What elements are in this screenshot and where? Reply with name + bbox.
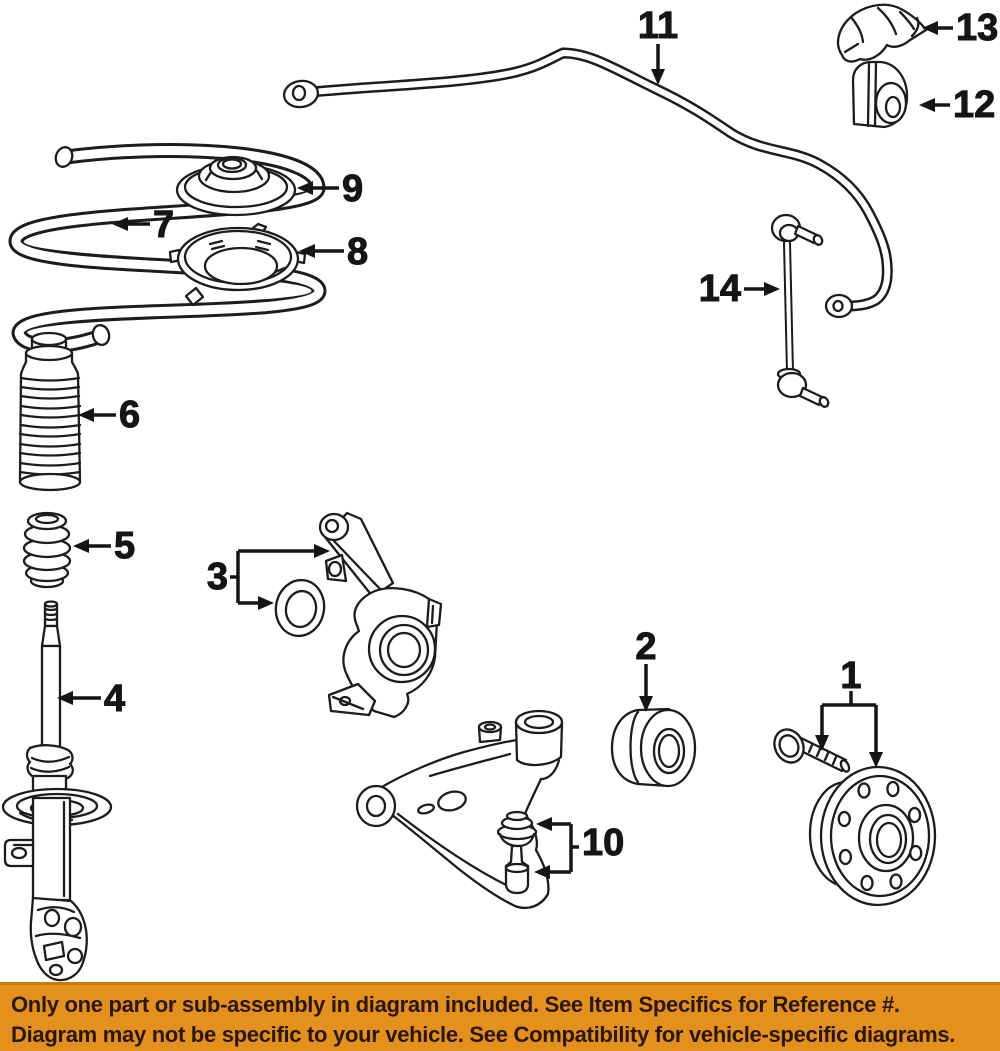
stabilizer-bracket-drawing — [836, 3, 928, 63]
callout-4-leader — [57, 691, 101, 705]
callout-1-leader — [815, 691, 883, 768]
callout-9-label: 9 — [342, 168, 363, 210]
stabilizer-link-drawing — [770, 213, 830, 408]
arrowhead — [536, 817, 552, 831]
callout-6-leader — [78, 408, 116, 422]
callout-13-label: 13 — [956, 7, 998, 49]
arrowhead — [869, 752, 883, 768]
callout-9-leader — [297, 181, 339, 195]
coil-spring-drawing — [8, 142, 327, 354]
spring-seat-drawing — [168, 222, 307, 307]
arrowhead — [764, 282, 780, 296]
callout-3-label: 3 — [207, 556, 228, 598]
strut-mount-drawing — [175, 155, 297, 217]
arm-bushing-drawing — [610, 707, 697, 788]
arrowhead — [651, 69, 665, 85]
control-arm-drawing — [355, 709, 564, 910]
arrowhead — [57, 691, 73, 705]
steering-knuckle-drawing — [318, 511, 443, 719]
arrowhead — [258, 596, 274, 610]
arrowhead — [314, 544, 330, 558]
dust-boot-drawing — [18, 331, 82, 492]
callout-12-label: 12 — [953, 84, 995, 126]
callout-10-leader — [534, 817, 579, 879]
disclaimer-banner: Only one part or sub-assembly in diagram… — [0, 982, 1000, 1051]
arrowhead — [639, 696, 653, 712]
suspension-parts-diagram: 1 2 3 4 5 6 7 8 9 10 11 12 13 14 — [1, 3, 999, 982]
arrowhead — [112, 217, 128, 231]
bump-stop-drawing — [22, 511, 72, 589]
arrowhead — [299, 244, 315, 258]
stabilizer-bar-drawing — [282, 47, 893, 319]
callout-8-leader — [299, 244, 344, 258]
hub-bolt-drawing — [773, 728, 851, 773]
callout-14-leader — [744, 282, 780, 296]
callout-13-leader — [922, 21, 953, 35]
callout-7-leader — [112, 217, 150, 231]
callout-3-leader — [230, 544, 330, 610]
knuckle-seal-drawing — [274, 578, 326, 638]
callout-10-label: 10 — [582, 822, 624, 864]
callout-14-label: 14 — [699, 268, 741, 310]
callout-11-leader — [651, 44, 665, 85]
callout-8-label: 8 — [347, 231, 368, 273]
arrowhead — [297, 181, 313, 195]
callout-5-label: 5 — [114, 525, 135, 567]
strut-drawing — [1, 600, 113, 982]
ball-joint-drawing — [496, 810, 538, 895]
arrowhead — [534, 865, 550, 879]
callout-11-label: 11 — [638, 5, 678, 47]
callout-6-label: 6 — [119, 394, 140, 436]
stabilizer-bushing-drawing — [851, 60, 909, 129]
disclaimer-line-1: Only one part or sub-assembly in diagram… — [11, 992, 900, 1017]
arrowhead — [78, 408, 94, 422]
callout-4-label: 4 — [104, 678, 125, 720]
callout-1-label: 1 — [840, 655, 861, 697]
disclaimer-line-2: Diagram may not be specific to your vehi… — [11, 1022, 956, 1047]
arrowhead — [815, 735, 829, 751]
callout-5-leader — [73, 539, 111, 553]
callout-7-label: 7 — [153, 204, 174, 246]
wheel-hub-drawing — [808, 765, 937, 907]
callout-2-leader — [639, 664, 653, 712]
arrowhead — [922, 21, 938, 35]
callout-12-leader — [919, 98, 950, 112]
callout-2-label: 2 — [635, 626, 656, 668]
arrowhead — [73, 539, 89, 553]
arrowhead — [919, 98, 935, 112]
